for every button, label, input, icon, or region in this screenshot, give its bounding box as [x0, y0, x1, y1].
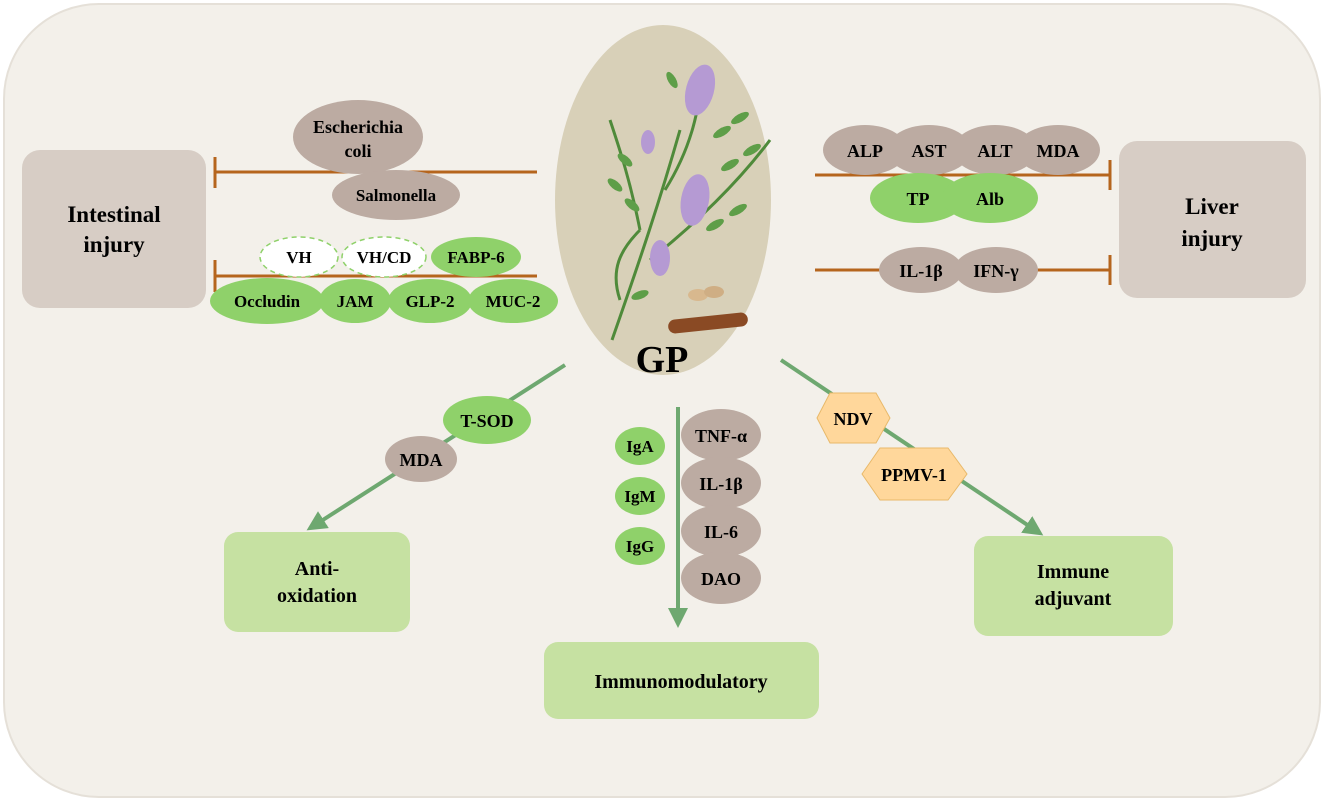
ppmv1-label: PPMV-1 [881, 465, 947, 485]
ppmv1-node: PPMV-1 [861, 447, 968, 501]
ast-node: AST [887, 125, 971, 175]
immunomodulatory-box: Immunomodulatory [544, 642, 819, 719]
intestinal-injury-line-2: injury [83, 232, 145, 257]
antioxidation-box: Anti-oxidation [224, 532, 410, 632]
salmonella-node: Salmonella [332, 170, 460, 220]
igg-node: IgG [615, 527, 665, 565]
alp-node: ALP [823, 125, 907, 175]
dao-label: DAO [701, 569, 741, 589]
immuno-il1b-label: IL-1β [699, 474, 743, 494]
immune-adjuvant-line-1: Immune [1037, 561, 1109, 583]
ast-label: AST [911, 141, 946, 161]
liver-il1b-node: IL-1β [879, 247, 963, 293]
il6-label: IL-6 [704, 522, 738, 542]
immune-adjuvant-box: Immune adjuvant [974, 536, 1173, 636]
ndv-node: NDV [816, 392, 891, 444]
gp-center: GP [555, 25, 772, 381]
gp-label: GP [636, 339, 689, 381]
tsod-node: T-SOD [443, 396, 531, 444]
escherichia-line-1: Escherichia [313, 117, 403, 137]
vhcd-node: VH/CD [341, 236, 427, 278]
iga-node: IgA [615, 427, 665, 465]
intestinal-injury-box: Intestinal injury [22, 150, 206, 308]
alt-label: ALT [977, 141, 1012, 161]
jam-label: JAM [337, 292, 374, 311]
muc2-label: MUC-2 [486, 292, 541, 311]
escherichia-line-2: coli [345, 141, 372, 161]
immuno-il1b-node: IL-1β [681, 457, 761, 509]
svg-text:Anti-oxidation: Anti-oxidation [277, 558, 357, 607]
fabp6-node: FABP-6 [431, 237, 521, 277]
glp2-label: GLP-2 [405, 292, 454, 311]
liver-il1b-label: IL-1β [899, 261, 943, 281]
antioxidation-line-1: Anti- [295, 558, 339, 580]
dao-node: DAO [681, 552, 761, 604]
liver-injury-line-1: Liver [1185, 194, 1239, 219]
vh-node: VH [259, 236, 339, 278]
vh-label: VH [286, 248, 312, 267]
liver-injury-line-2: injury [1181, 226, 1243, 251]
ifng-node: IFN-γ [954, 247, 1038, 293]
vhcd-label: VH/CD [357, 248, 412, 267]
tsod-label: T-SOD [460, 411, 513, 431]
igm-node: IgM [615, 477, 665, 515]
arrow-immune-adjuvant [779, 358, 1044, 536]
igg-label: IgG [626, 537, 654, 556]
igm-label: IgM [624, 487, 655, 506]
alb-node: Alb [942, 173, 1038, 223]
ifng-label: IFN-γ [973, 261, 1019, 281]
antiox-mda-node: MDA [385, 436, 457, 482]
occludin-label: Occludin [234, 292, 301, 311]
antiox-mda-label: MDA [400, 450, 443, 470]
occludin-node: Occludin [210, 278, 324, 324]
tp-label: TP [906, 189, 929, 209]
immunomodulatory-label: Immunomodulatory [594, 671, 767, 693]
liver-mda-label: MDA [1037, 141, 1080, 161]
liver-mda-node: MDA [1016, 125, 1100, 175]
tp-node: TP [870, 173, 966, 223]
liver-injury-box: Liver injury [1119, 141, 1306, 298]
antioxidation-line-2: oxidation [277, 585, 357, 607]
il6-node: IL-6 [681, 505, 761, 557]
inhibit-line-liver-enzymes [815, 160, 1112, 190]
intestinal-injury-line-1: Intestinal [67, 202, 160, 227]
licorice-plant-icon [607, 64, 772, 341]
fabp6-label: FABP-6 [447, 248, 504, 267]
tnfa-label: TNF-α [695, 426, 747, 446]
ndv-label: NDV [834, 409, 873, 429]
jam-node: JAM [319, 279, 391, 323]
salmonella-label: Salmonella [356, 186, 437, 205]
alt-node: ALT [953, 125, 1037, 175]
alp-label: ALP [847, 141, 883, 161]
escherichia-coli-node: Escherichia coli [293, 100, 423, 174]
tnfa-node: TNF-α [681, 409, 761, 461]
immune-adjuvant-line-2: adjuvant [1035, 588, 1112, 610]
alb-label: Alb [976, 189, 1004, 209]
muc2-node: MUC-2 [468, 279, 558, 323]
glp2-node: GLP-2 [388, 279, 472, 323]
iga-label: IgA [626, 437, 654, 456]
